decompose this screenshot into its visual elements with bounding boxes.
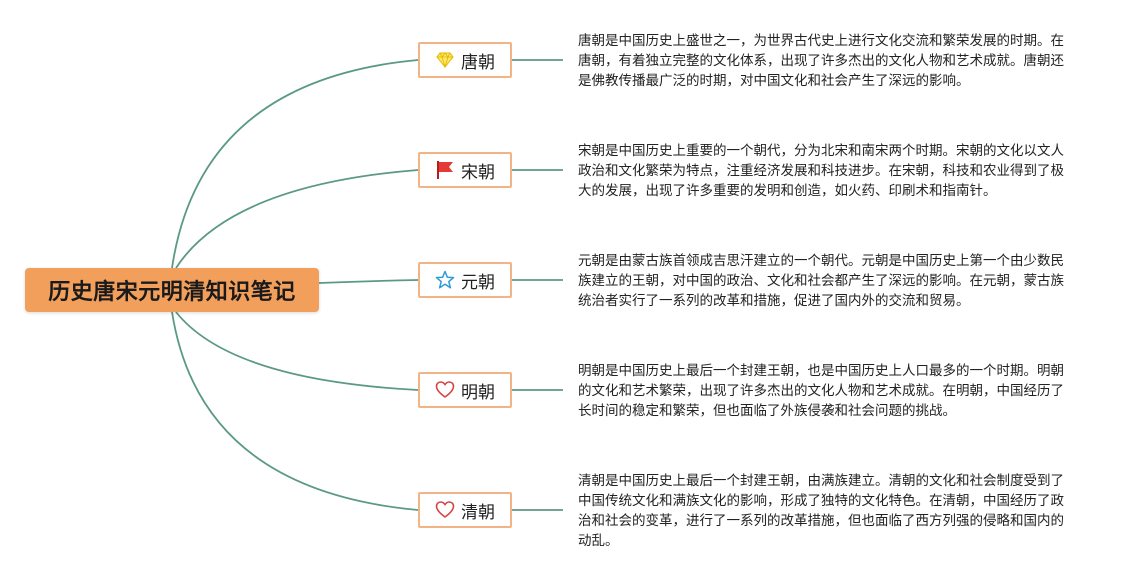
connector-root-branch-4 [175, 311, 419, 391]
branch-label: 明朝 [461, 382, 495, 403]
note-song: 宋朝是中国历史上重要的一个朝代，分为北宋和南宋两个时期。宋朝的文化以文人政治和文… [578, 143, 1064, 199]
note-yuan: 元朝是由蒙古族首领成吉思汗建立的一个朝代。元朝是中国历史上第一个由少数民族建立的… [578, 253, 1064, 309]
branch-label: 唐朝 [461, 52, 495, 73]
branch-label: 元朝 [461, 272, 495, 293]
heart-icon [435, 380, 455, 400]
connector-root-branch-2 [175, 169, 419, 269]
note-tang: 唐朝是中国历史上盛世之一，为世界古代史上进行文化交流和繁荣发展的时期。在唐朝，有… [578, 33, 1064, 89]
connector-root-branch-5 [171, 311, 419, 511]
connector-root-branch-3 [318, 279, 419, 284]
red-flag-icon [435, 160, 455, 180]
branch-ming[interactable]: 明朝 [418, 372, 512, 408]
heart-icon [435, 500, 455, 520]
branch-song[interactable]: 宋朝 [418, 152, 512, 188]
branch-qing[interactable]: 清朝 [418, 492, 512, 528]
branch-label: 宋朝 [461, 162, 495, 183]
branch-yuan[interactable]: 元朝 [418, 262, 512, 298]
root-topic[interactable]: 历史唐宋元明清知识笔记 [25, 268, 319, 312]
branch-tang[interactable]: 唐朝 [418, 42, 512, 78]
note-qing: 清朝是中国历史上最后一个封建王朝，由满族建立。清朝的文化和社会制度受到了中国传统… [578, 473, 1064, 549]
note-ming: 明朝是中国历史上最后一个封建王朝，也是中国历史上人口最多的一个时期。明朝的文化和… [578, 363, 1064, 419]
connector-root-branch-1 [171, 59, 419, 269]
branch-label: 清朝 [461, 502, 495, 523]
star-icon [435, 270, 455, 290]
diamond-icon [435, 50, 455, 70]
